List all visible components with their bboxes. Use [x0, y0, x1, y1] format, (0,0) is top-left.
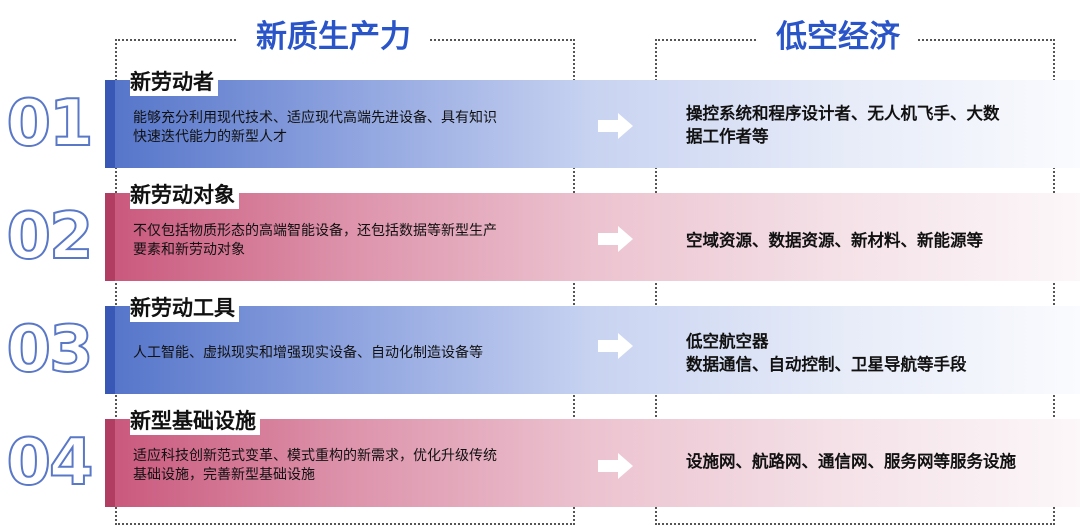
right-arrow-icon: [598, 333, 633, 359]
right-text-3: 低空航空器 数据通信、自动控制、卫星导航等手段: [686, 330, 1046, 376]
row-title-1: 新劳动者: [130, 68, 218, 96]
row-number-2: 02: [5, 200, 94, 274]
right-column-title: 低空经济: [758, 12, 918, 62]
row-desc-line: 基础设施，完善新型基础设施: [133, 467, 315, 483]
row-desc-4: 适应科技创新范式变革、模式重构的新需求，优化升级传统 基础设施，完善新型基础设施: [133, 447, 563, 485]
row-band-2: [105, 193, 1080, 281]
right-text-1: 操控系统和程序设计者、无人机飞手、大数 据工作者等: [686, 102, 1046, 148]
row-desc-line: 人工智能、虚拟现实和增强现实设备、自动化制造设备等: [133, 345, 483, 361]
right-text-4: 设施网、航路网、通信网、服务网等服务设施: [686, 450, 1046, 473]
row-desc-line: 能够充分利用现代技术、适应现代高端先进设备、具有知识: [133, 110, 497, 126]
right-arrow-icon: [598, 453, 633, 479]
right-text-line: 低空航空器: [686, 332, 769, 351]
row-title-2: 新劳动对象: [130, 181, 239, 209]
right-arrow-icon: [598, 226, 633, 252]
right-text-line: 据工作者等: [686, 127, 769, 146]
right-text-line: 操控系统和程序设计者、无人机飞手、大数: [686, 104, 1000, 123]
row-band-3: [105, 306, 1080, 394]
row-desc-1: 能够充分利用现代技术、适应现代高端先进设备、具有知识 快速迭代能力的新型人才: [133, 109, 563, 147]
row-title-3: 新劳动工具: [130, 294, 239, 322]
row-desc-line: 快速迭代能力的新型人才: [133, 129, 287, 145]
row-desc-line: 不仅包括物质形态的高端智能设备，还包括数据等新型生产: [133, 223, 497, 239]
row-number-3: 03: [5, 313, 94, 387]
row-number-1: 01: [5, 87, 94, 161]
row-band-4: [105, 419, 1080, 507]
row-desc-2: 不仅包括物质形态的高端智能设备，还包括数据等新型生产 要素和新劳动对象: [133, 222, 563, 260]
right-text-line: 数据通信、自动控制、卫星导航等手段: [686, 355, 967, 374]
row-band-1: [105, 80, 1080, 168]
left-column-title: 新质生产力: [238, 12, 429, 62]
row-title-4: 新型基础设施: [130, 407, 260, 435]
row-desc-3: 人工智能、虚拟现实和增强现实设备、自动化制造设备等: [133, 344, 563, 363]
row-number-4: 04: [5, 426, 94, 500]
row-desc-line: 适应科技创新范式变革、模式重构的新需求，优化升级传统: [133, 448, 497, 464]
right-text-2: 空域资源、数据资源、新材料、新能源等: [686, 229, 1046, 252]
right-text-line: 设施网、航路网、通信网、服务网等服务设施: [686, 452, 1016, 471]
right-text-line: 空域资源、数据资源、新材料、新能源等: [686, 231, 983, 250]
row-desc-line: 要素和新劳动对象: [133, 242, 245, 258]
right-arrow-icon: [598, 113, 633, 139]
